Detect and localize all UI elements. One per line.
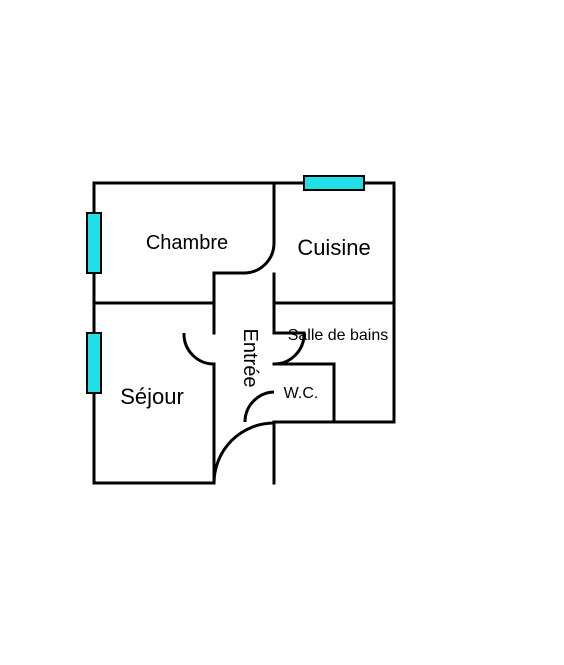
room-labels: Chambre Cuisine Salle de bains W.C. Séjo…: [120, 232, 388, 409]
door-swing-salle-de-bains: [273, 332, 306, 366]
room-label-sejour: Séjour: [120, 384, 184, 409]
doors: [182, 242, 306, 484]
room-label-entree: Entrée: [239, 329, 261, 388]
door-swing-sejour: [182, 332, 215, 366]
windows: [86, 175, 365, 394]
door-swing-entree: [212, 421, 275, 484]
room-label-cuisine: Cuisine: [297, 235, 370, 260]
window-icon: [86, 332, 102, 394]
door-swing-chambre: [244, 242, 276, 275]
room-label-wc: W.C.: [284, 385, 319, 402]
window-icon: [86, 212, 102, 274]
door-swing-wc: [243, 390, 275, 423]
room-label-salle-de-bains: Salle de bains: [288, 327, 389, 344]
window-icon: [303, 175, 365, 191]
interior-walls: [92, 181, 396, 485]
room-label-chambre: Chambre: [146, 232, 228, 254]
